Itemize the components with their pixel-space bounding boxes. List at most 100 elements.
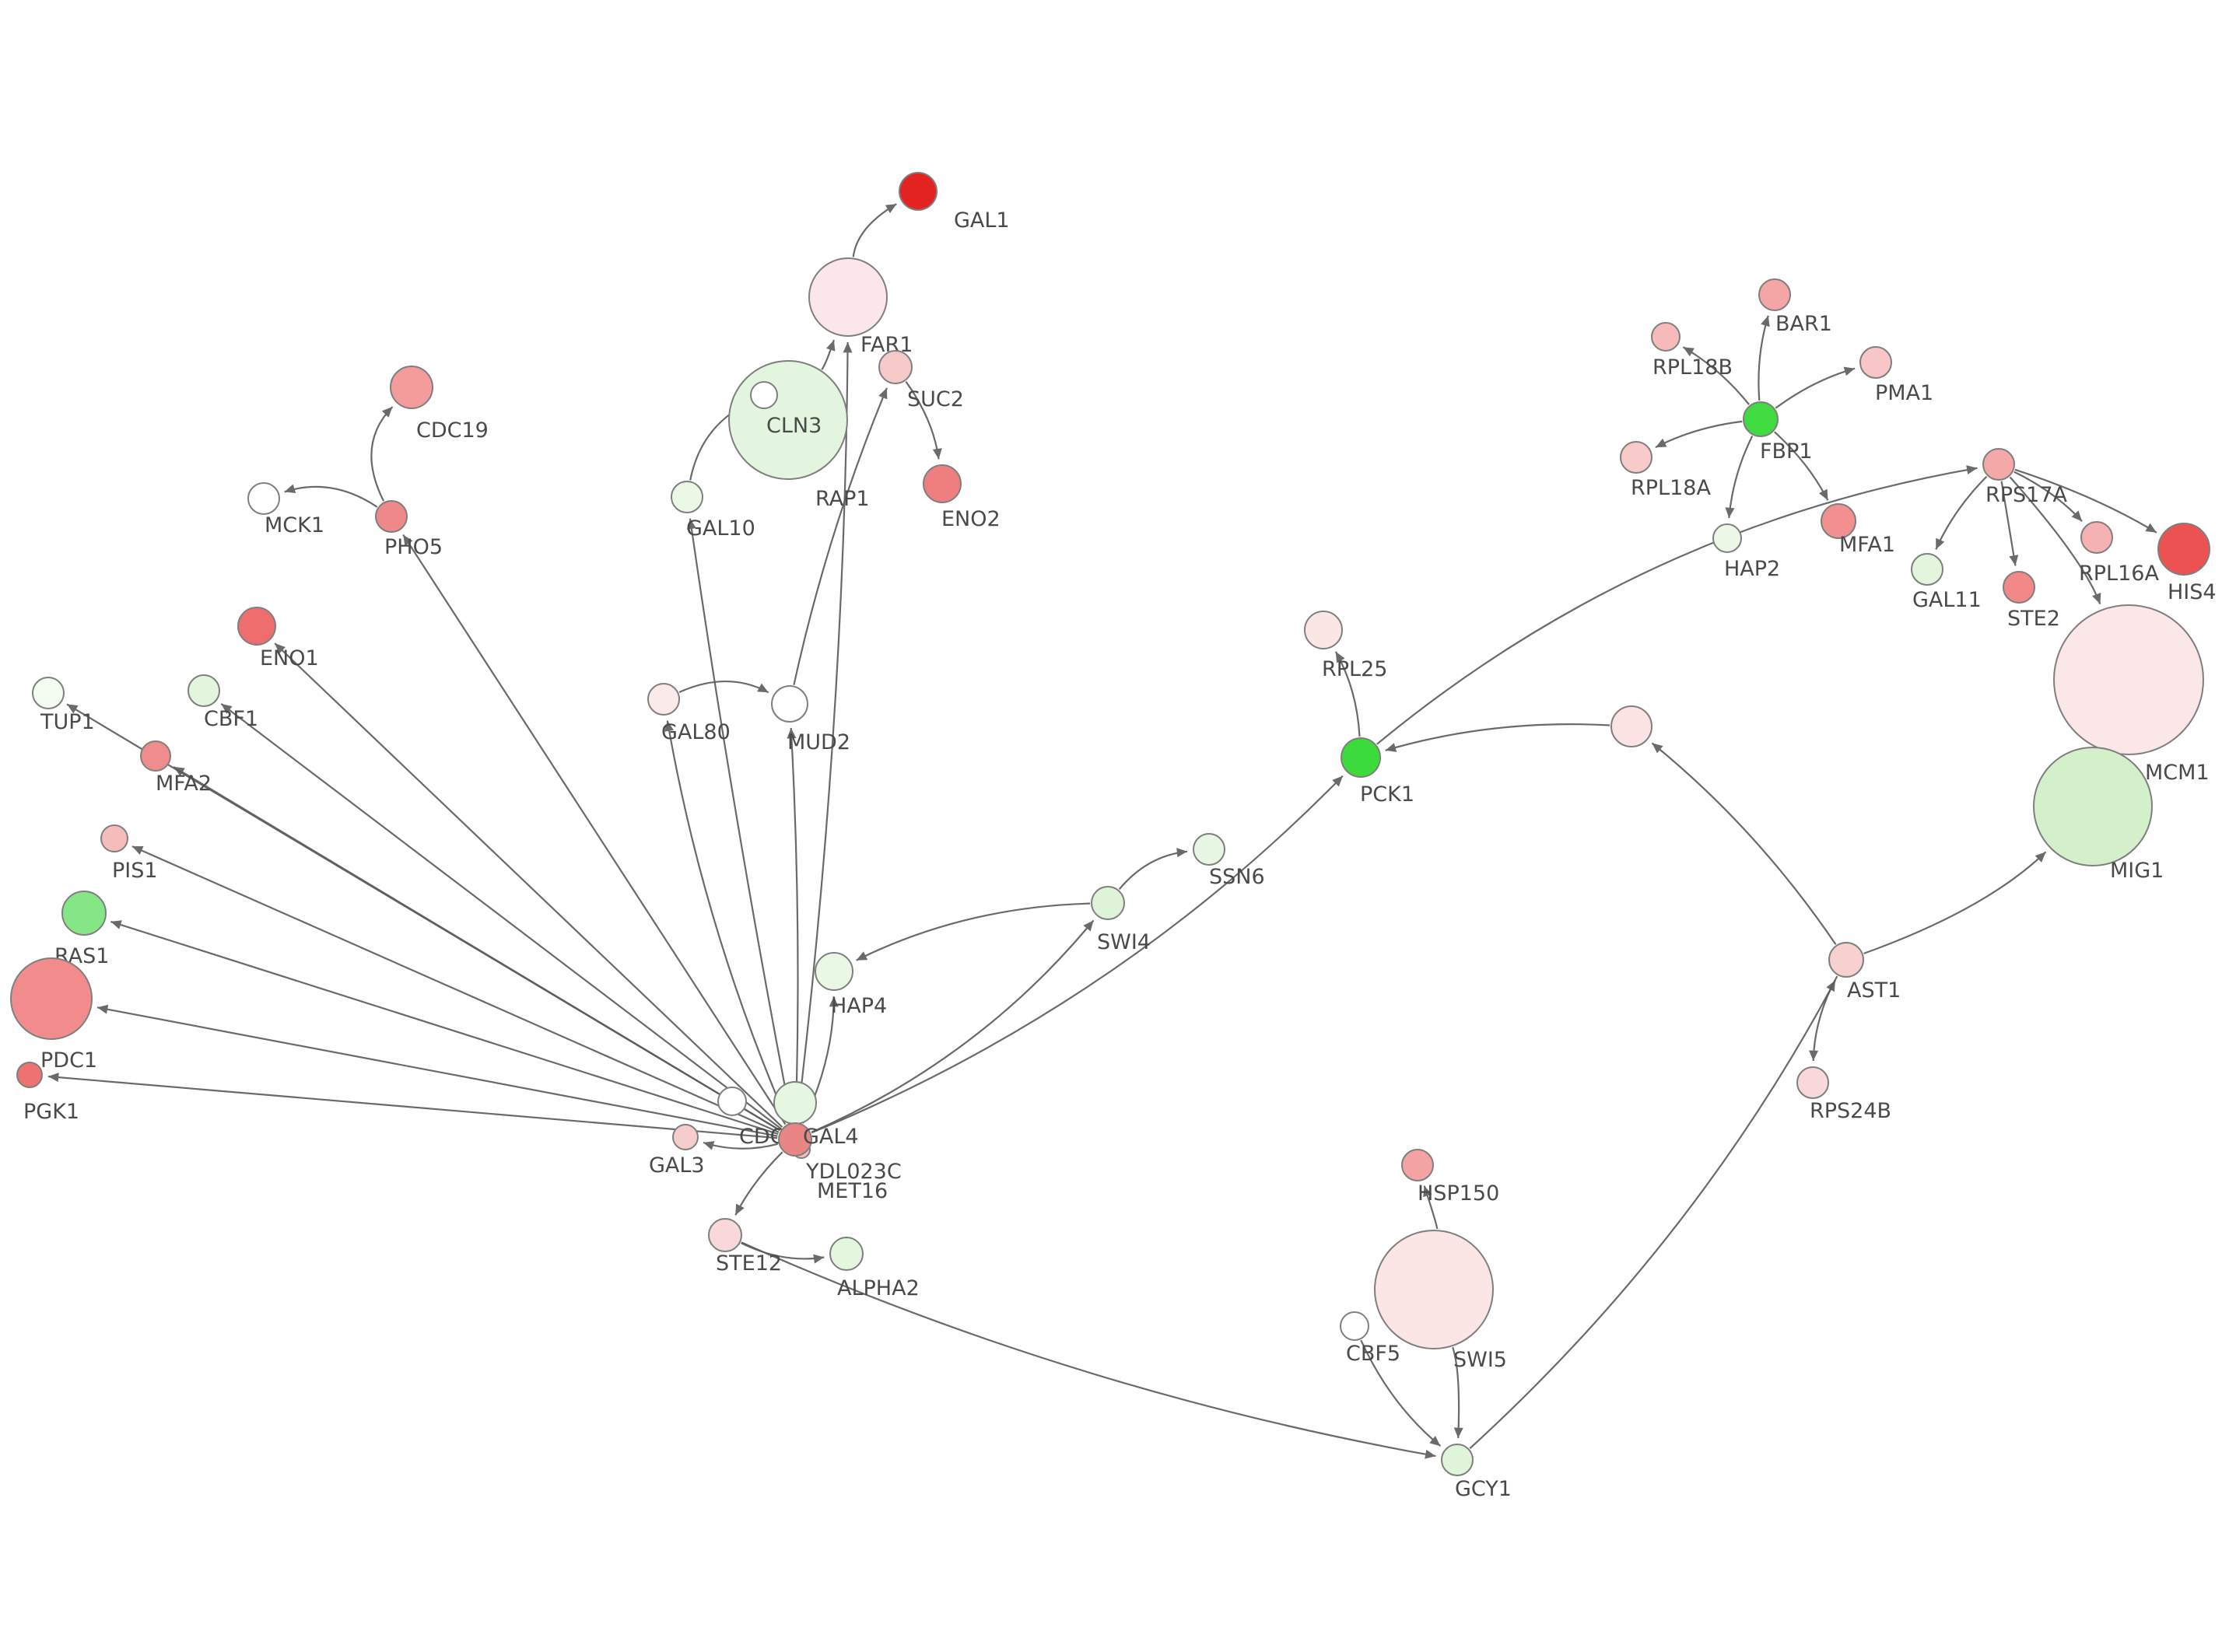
graph-node-FBP1[interactable]	[1743, 401, 1779, 437]
graph-node-label-BAR1: BAR1	[1775, 312, 1832, 336]
edge-GAL4-PDC1	[96, 1004, 778, 1137]
edge-FBP1-RPL18A	[1655, 420, 1743, 449]
graph-node-RPS24B[interactable]	[1796, 1066, 1829, 1099]
edge-SUC2-ENO2	[905, 381, 942, 460]
graph-node-label-RPL16A: RPL16A	[2079, 562, 2159, 586]
edge-PCK1-RPS17A	[1376, 465, 1978, 745]
graph-node-MFA2[interactable]	[140, 740, 171, 772]
graph-node-label-RPL25: RPL25	[1322, 657, 1387, 681]
graph-node-GCY1[interactable]	[1441, 1444, 1474, 1476]
graph-node-MFA1[interactable]	[1821, 503, 1856, 539]
graph-node-label-RPS17A: RPS17A	[1985, 483, 2068, 507]
graph-node-RAP1[interactable]	[750, 381, 778, 409]
graph-node-CDC6[interactable]	[717, 1087, 747, 1116]
edge-RPS17A-STE2	[2000, 481, 2019, 566]
graph-node-label-MFA2: MFA2	[156, 772, 212, 796]
edge-SWI5-HSP150	[1423, 1185, 1439, 1230]
edge-RPS17A-HIS4	[2014, 468, 2157, 534]
graph-node-ALPHA2[interactable]	[829, 1237, 864, 1271]
graph-node-CBF1[interactable]	[188, 674, 220, 707]
graph-node-MCK1[interactable]	[247, 482, 280, 515]
graph-node-AST1[interactable]	[1828, 942, 1864, 978]
graph-node-label-ENO2: ENO2	[941, 507, 1001, 531]
graph-node-label-RPL18B: RPL18B	[1652, 355, 1733, 380]
graph-node-GAL4[interactable]	[778, 1122, 812, 1157]
graph-node-GAL80[interactable]	[647, 683, 680, 716]
graph-node-SWI4[interactable]	[1091, 886, 1125, 920]
graph-node-label-AST1: AST1	[1847, 978, 1901, 1003]
graph-node-label-PCK1: PCK1	[1360, 782, 1414, 807]
graph-node-label-MCM1: MCM1	[2145, 761, 2210, 785]
graph-node-CBF5[interactable]	[1340, 1311, 1369, 1341]
graph-node-label-SUC2: SUC2	[907, 387, 964, 411]
graph-node-PHO5[interactable]	[375, 500, 408, 533]
graph-node-label-HAP2: HAP2	[1724, 557, 1780, 581]
graph-node-PIS1[interactable]	[100, 824, 128, 852]
edge-FBP1-MFA1	[1773, 431, 1829, 501]
graph-node-label-MUD2: MUD2	[787, 730, 850, 754]
graph-node-ENO2[interactable]	[923, 464, 962, 503]
edge-MUD2-SUC2	[793, 387, 888, 685]
graph-node-GAL1[interactable]	[899, 172, 938, 211]
edge-FBP1-HAP2	[1725, 436, 1754, 519]
graph-node-label-CBF5: CBF5	[1346, 1342, 1400, 1366]
edge-PCK1-RPL25	[1334, 651, 1361, 737]
graph-node-label-MET16: MET16	[817, 1179, 888, 1203]
graph-node-HIS4[interactable]	[2157, 523, 2210, 576]
graph-node-label-PDC1: PDC1	[40, 1048, 97, 1073]
graph-node-PMA1[interactable]	[1859, 346, 1892, 379]
graph-node-label-TUP1: TUP1	[40, 710, 95, 734]
graph-node-BAR1[interactable]	[1758, 278, 1791, 311]
graph-node-PCK1[interactable]	[1341, 737, 1381, 778]
graph-node-RPS17A[interactable]	[1982, 448, 2015, 481]
graph-node-label-GAL10: GAL10	[686, 516, 755, 541]
graph-node-RPL18B[interactable]	[1651, 322, 1681, 352]
graph-node-label-SWI5: SWI5	[1453, 1348, 1507, 1372]
graph-node-PDC1[interactable]	[10, 957, 93, 1040]
edge-RPS17A-RPL16A	[2013, 471, 2083, 523]
graph-node-SWI5[interactable]	[1374, 1230, 1494, 1349]
graph-node-TUP1[interactable]	[32, 677, 65, 709]
graph-node-label-HAP4: HAP4	[831, 994, 887, 1018]
graph-node-ENO1[interactable]	[237, 607, 276, 646]
graph-node-HAP2[interactable]	[1712, 523, 1742, 553]
graph-node-RAS1[interactable]	[61, 891, 107, 936]
graph-node-GAL11[interactable]	[1911, 553, 1943, 586]
graph-node-label-GAL4: GAL4	[803, 1125, 859, 1149]
graph-node-YDL023C[interactable]	[773, 1081, 817, 1125]
graph-node-FAR1[interactable]	[808, 257, 888, 337]
edge-GAL4-STE12	[734, 1151, 783, 1216]
graph-node-SUC2[interactable]	[878, 350, 913, 384]
graph-node-label-STE2: STE2	[2007, 607, 2060, 631]
edge-GAL4-CBF1	[220, 703, 782, 1129]
edge-PHO5-MCK1	[284, 484, 378, 508]
graph-node-GAL3[interactable]	[672, 1124, 699, 1150]
graph-node-GAL10[interactable]	[671, 481, 703, 513]
graph-node-STE12[interactable]	[708, 1218, 742, 1252]
graph-node-SSN6[interactable]	[1193, 833, 1225, 866]
graph-node-MUD2[interactable]	[771, 685, 808, 723]
graph-node-label-MIG1: MIG1	[2110, 859, 2164, 883]
edge-SWI4-HAP4	[856, 902, 1091, 961]
graph-node-PGK1[interactable]	[16, 1062, 43, 1088]
edge-CLN3-FAR1	[821, 339, 836, 370]
graph-node-HSP150[interactable]	[1401, 1149, 1434, 1181]
graph-node-MCM1[interactable]	[2053, 604, 2204, 755]
graph-node-HAP4[interactable]	[815, 952, 853, 991]
graph-node-NODE1[interactable]	[1610, 705, 1652, 747]
graph-node-RPL25[interactable]	[1304, 611, 1343, 649]
graph-node-RPL18A[interactable]	[1620, 441, 1652, 474]
graph-node-RPL16A[interactable]	[2080, 521, 2113, 554]
graph-node-MIG1[interactable]	[2033, 747, 2153, 866]
graph-node-label-ENO1: ENO1	[260, 646, 319, 670]
graph-node-STE2[interactable]	[2003, 571, 2035, 604]
edge-GAL4-ENO1	[274, 642, 783, 1128]
graph-node-CDC19[interactable]	[390, 366, 433, 409]
graph-node-label-HSP150: HSP150	[1418, 1181, 1499, 1206]
edge-FBP1-PMA1	[1775, 366, 1856, 409]
graph-node-label-MFA1: MFA1	[1839, 533, 1895, 557]
graph-node-label-RPS24B: RPS24B	[1810, 1099, 1891, 1123]
graph-node-label-GCY1: GCY1	[1455, 1477, 1512, 1501]
